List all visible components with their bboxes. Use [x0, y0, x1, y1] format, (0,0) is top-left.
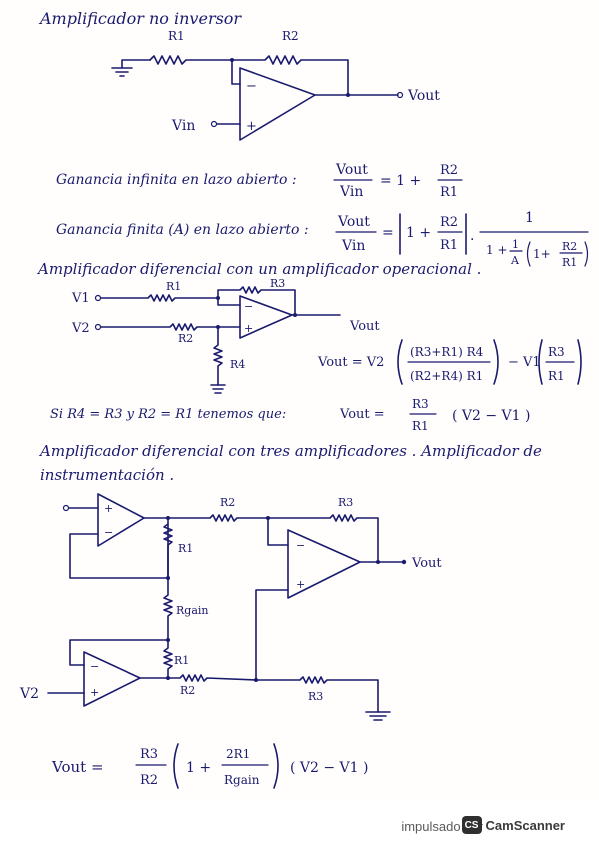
gain-finite-eq: = [382, 225, 394, 241]
label-v2: V2 [71, 321, 90, 336]
gain-finite-den: R1 [440, 238, 458, 253]
camscanner-brand: CamScanner [485, 817, 565, 833]
gain-finite-den-a-num: 1 [512, 238, 519, 251]
gain-infinite-text: Ganancia infinita en lazo abierto : [56, 172, 297, 188]
instrumentation-formula: Vout = R3 R2 1 + 2R1 Rgain ( V2 − V1 ) [51, 743, 369, 789]
label-vout: Vout [407, 88, 440, 104]
gain-finite-den-inner: 1+ [533, 247, 551, 261]
label-v1: V1 [71, 291, 90, 306]
gain-finite-den-frac-den: R1 [562, 256, 577, 269]
gain-finite-num: R2 [440, 215, 458, 230]
section3-title-line1: Amplificador diferencial con tres amplif… [38, 442, 542, 460]
gain-finite-lhs-num: Vout [337, 214, 370, 230]
diff-formula-den2: R1 [548, 369, 565, 383]
diff-formula-num2: R3 [548, 345, 565, 359]
condition-den: R1 [412, 419, 429, 433]
instr-formula-f2-den: Rgain [224, 773, 260, 787]
gain-finite-den-frac-num: R2 [562, 240, 577, 253]
opamp3b-plus: + [90, 686, 99, 699]
gain-finite-lhs-den: Vin [341, 238, 365, 254]
gain-infinite-rhs: = 1 + [380, 173, 421, 189]
label-r2a: R2 [220, 496, 235, 509]
gain-finite-big-num: 1 [525, 210, 534, 226]
opamp1-plus: + [246, 119, 257, 134]
instr-formula-f2-num: 2R1 [226, 747, 250, 761]
condition-tail: ( V2 − V1 ) [452, 408, 531, 424]
opamp1-minus: − [246, 79, 257, 94]
instr-formula-f1-num: R3 [140, 747, 158, 762]
handwritten-notes: Amplificador no inversor − + R1 R2 Vin V… [19, 9, 589, 789]
label-r3b: R3 [308, 690, 323, 703]
condition-lhs: Vout = [339, 407, 385, 422]
label-r3a: R3 [338, 496, 353, 509]
section2-title: Amplificador diferencial con un amplific… [36, 260, 481, 278]
differential-amplifier-circuit: V1 − + V2 R1 R3 R2 R4 Vout [71, 277, 380, 394]
opamp2-plus: + [244, 322, 253, 335]
label-vout-s2: Vout [349, 319, 380, 334]
differential-formula: Vout = V2 (R3+R1) R4 (R2+R4) R1 − V1 R3 … [317, 339, 582, 385]
gain-infinite-formula: Ganancia infinita en lazo abierto : Vout… [56, 162, 463, 200]
label-r2b: R2 [180, 684, 195, 697]
footer-bar: impulsado por CS CamScanner [0, 800, 599, 848]
gain-finite-dot: . [470, 228, 474, 244]
label-r1: R1 [168, 29, 185, 43]
gain-infinite-lhs-num: Vout [335, 162, 368, 178]
instr-formula-tail: ( V2 − V1 ) [290, 760, 369, 776]
instr-formula-lhs: Vout = [51, 758, 104, 776]
label-r2-s2: R2 [178, 332, 193, 345]
condition-num: R3 [412, 397, 429, 411]
opamp3b-minus: − [90, 660, 99, 673]
label-v2-s3: V2 [19, 686, 39, 702]
camscanner-logo: CS CamScanner [461, 814, 565, 836]
label-r2: R2 [282, 29, 299, 43]
label-vin: Vin [171, 118, 195, 134]
opamp3c-minus: − [296, 539, 305, 552]
diff-formula-num1: (R3+R1) R4 [410, 345, 484, 359]
label-rgain: Rgain [176, 604, 208, 617]
gain-finite-den-part1: 1 + [486, 243, 508, 257]
label-vout-s3: Vout [411, 556, 442, 571]
gain-infinite-den: R1 [440, 185, 458, 200]
label-r3-s2: R3 [270, 277, 285, 290]
instr-formula-f1-den: R2 [140, 773, 158, 788]
opamp3c-plus: + [296, 578, 305, 591]
gain-finite-inner: 1 + [406, 225, 431, 241]
label-r4-s2: R4 [230, 358, 245, 371]
instr-formula-inner: 1 + [186, 760, 211, 776]
gain-infinite-num: R2 [440, 163, 458, 178]
diff-formula-den1: (R2+R4) R1 [410, 369, 483, 383]
gain-infinite-lhs-den: Vin [339, 184, 363, 200]
opamp3a-minus: − [104, 526, 113, 539]
camscanner-icon: CS [461, 816, 482, 834]
opamp3a-plus: + [104, 502, 113, 515]
instrumentation-amplifier-circuit: + − − + − + [19, 493, 442, 721]
opamp2-minus: − [244, 300, 253, 313]
label-r1a: R1 [178, 542, 193, 555]
label-r1-s2: R1 [166, 280, 181, 293]
gain-finite-den-a-den: A [510, 254, 520, 267]
condition-formula: Si R4 = R3 y R2 = R1 tenemos que: Vout =… [50, 397, 531, 433]
label-r1b: R1 [174, 654, 189, 667]
gain-finite-formula: Ganancia finita (A) en lazo abierto : Vo… [56, 210, 589, 269]
section3-title-line2: instrumentación . [40, 466, 174, 484]
gain-finite-text: Ganancia finita (A) en lazo abierto : [56, 222, 309, 238]
section1-title: Amplificador no inversor [38, 9, 242, 28]
condition-text: Si R4 = R3 y R2 = R1 tenemos que: [50, 407, 286, 422]
diff-formula-lhs: Vout = V2 [317, 355, 384, 370]
diff-formula-minus: − V1 [508, 355, 541, 370]
non-inverting-amplifier-circuit: − + R1 R2 Vin Vout [111, 29, 440, 141]
